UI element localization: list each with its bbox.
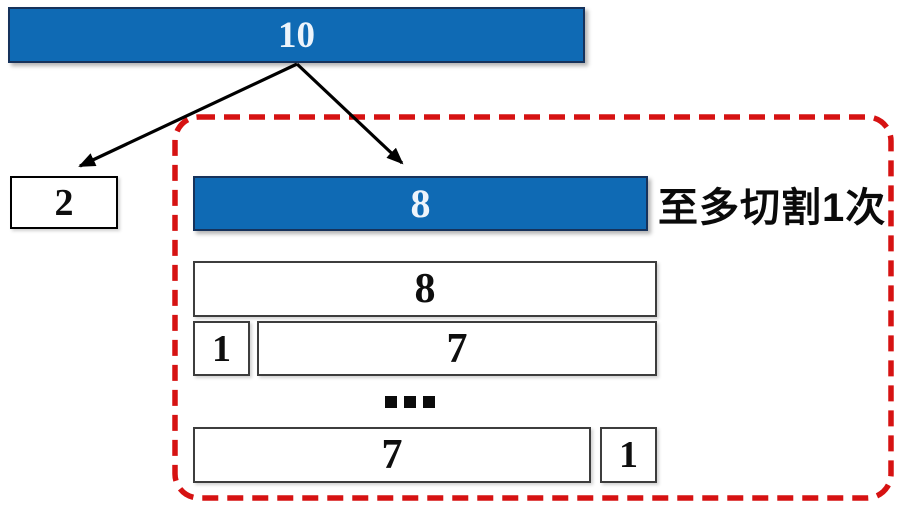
arrow-to-right-child (295, 62, 404, 165)
arrow-to-left-child (78, 62, 298, 168)
option-cut-7-1-left-box: 7 (193, 427, 591, 483)
ellipsis-dot (404, 396, 416, 408)
ellipsis-dots: ... (385, 396, 435, 408)
option-cut-7-1-left-label: 7 (381, 432, 403, 478)
root-bar: 10 (8, 7, 585, 63)
option-cut-1-7-right-label: 7 (446, 325, 468, 372)
option-cut-1-7-left-box: 1 (193, 321, 250, 376)
right-branch-label: 8 (410, 181, 431, 226)
ellipsis-dot (423, 396, 435, 408)
option-cut-1-7-left-label: 1 (212, 327, 231, 370)
option-no-cut-label: 8 (414, 266, 436, 312)
option-cut-1-7-right-box: 7 (257, 321, 657, 376)
option-cut-7-1-right-label: 1 (619, 434, 638, 476)
cut-limit-annotation: 至多切割1次 (658, 185, 887, 230)
left-leaf-box: 2 (10, 176, 118, 229)
option-no-cut-bar: 8 (193, 261, 657, 317)
root-bar-label: 10 (278, 14, 315, 56)
option-cut-7-1-right-box: 1 (600, 427, 657, 483)
left-leaf-label: 2 (54, 181, 74, 224)
right-branch-bar: 8 (193, 176, 648, 231)
ellipsis-dot (385, 396, 397, 408)
